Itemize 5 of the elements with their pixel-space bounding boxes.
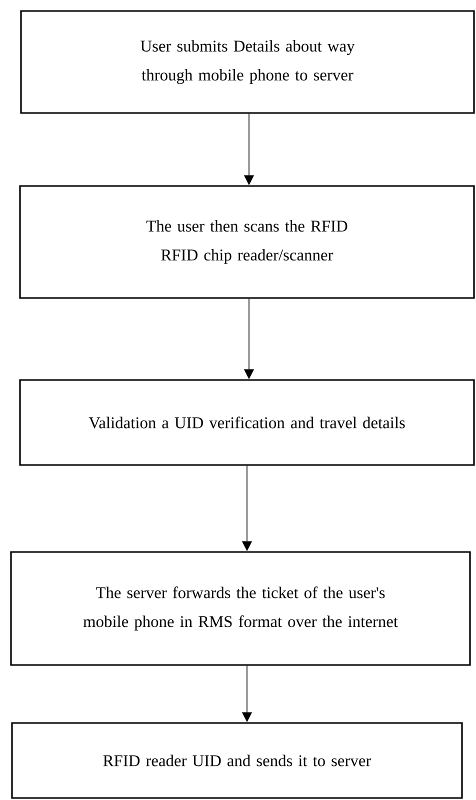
process-box: RFID reader UID and sends it to server [11, 722, 463, 799]
process-box: The server forwards the ticket of the user's mobile phone in RMS format over the internet [10, 551, 471, 666]
process-box: User submits Details about way through mobile phone to server [20, 10, 475, 114]
process-box: The user then scans the RFID RFID chip reader/scanner [19, 185, 475, 299]
process-box: Validation a UID verification and travel details [19, 379, 475, 466]
